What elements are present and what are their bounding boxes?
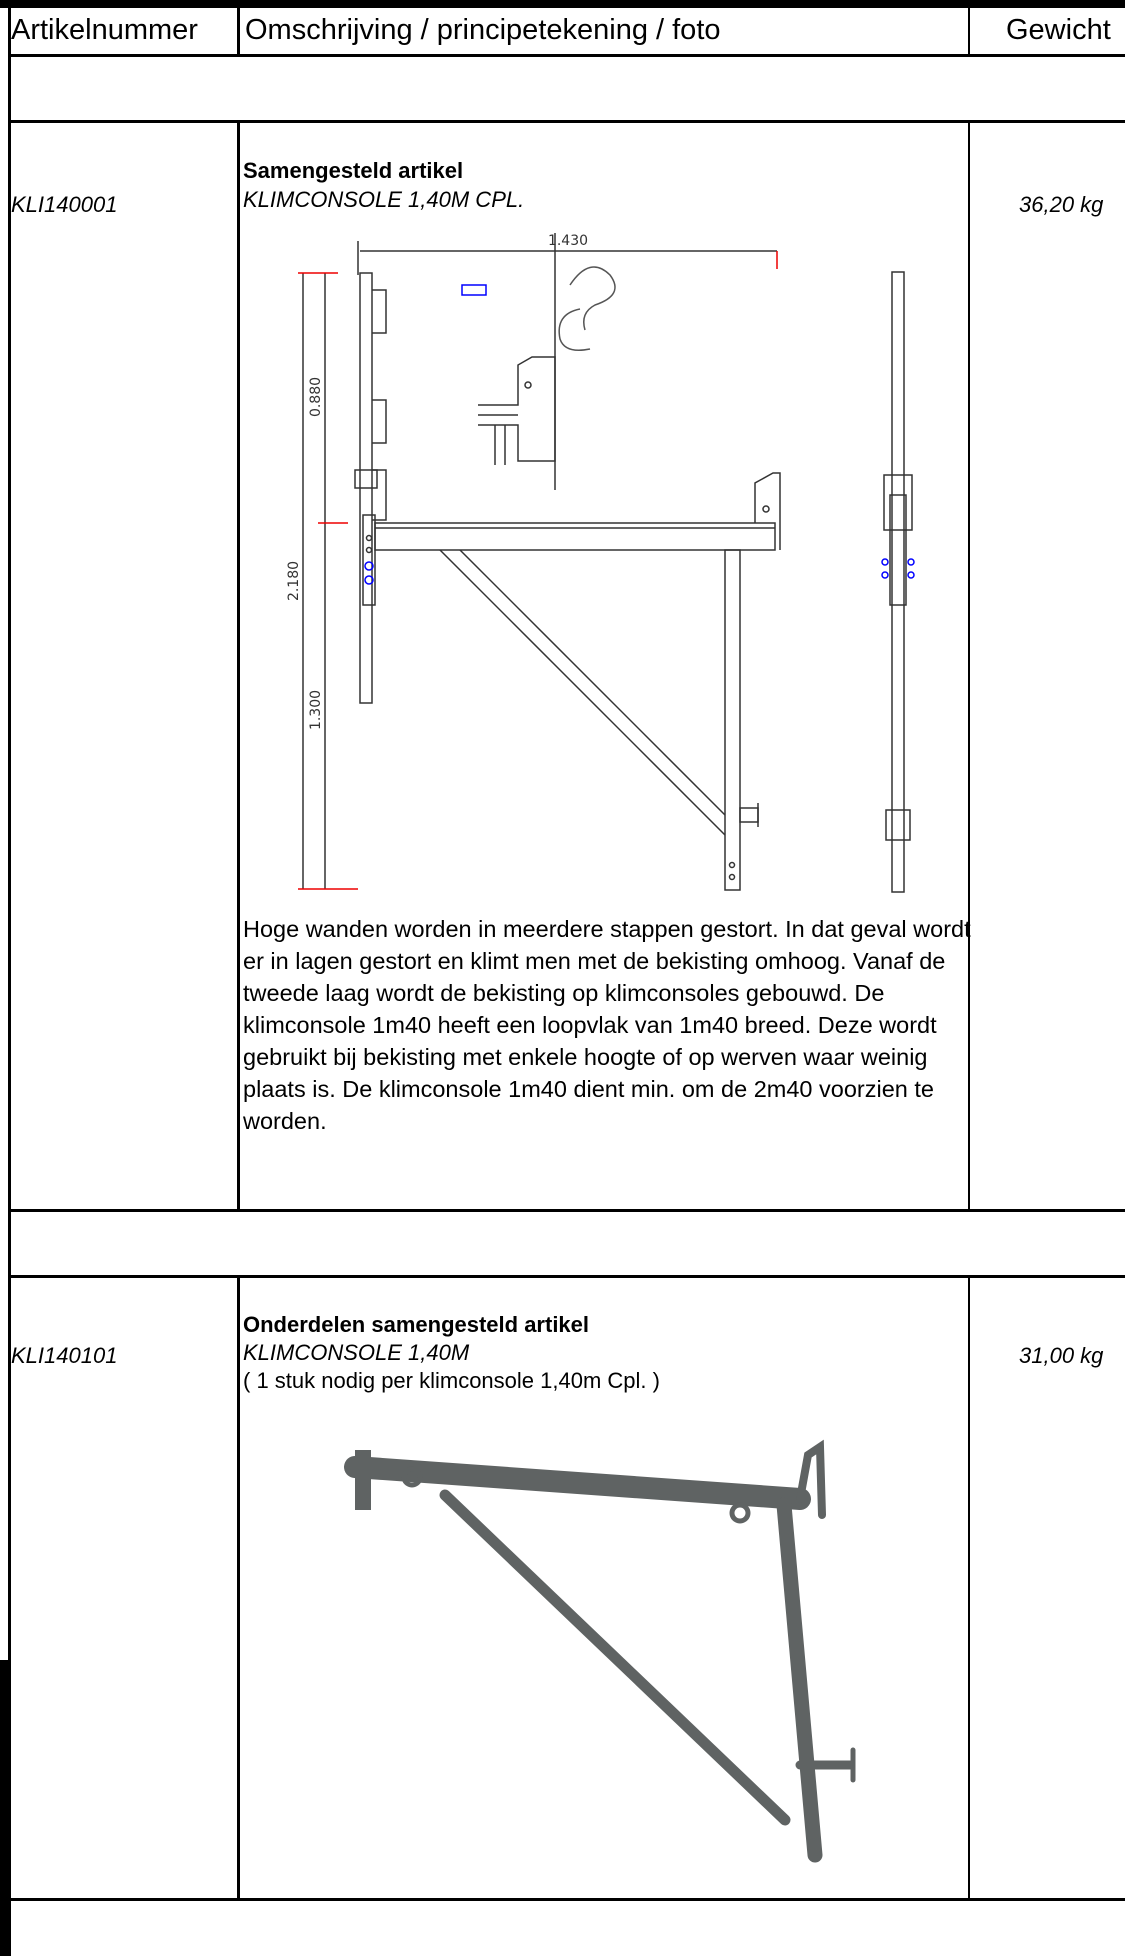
header-article-number: Artikelnummer [11,14,198,46]
header-bottom-line [8,54,1125,57]
dim-upper-label: 0.880 [308,377,324,417]
row1-bottom-line [8,1209,1125,1212]
margin-mark [0,1660,8,1956]
header-weight: Gewicht [1006,14,1111,46]
col-sep-1-row1 [237,121,240,1210]
row1-weight: 36,20 kg [1019,192,1104,217]
dim-width-label: 1.430 [548,233,588,249]
dim-lower-label: 1.300 [308,690,324,730]
photo-leg [776,1497,823,1863]
top-border [0,0,1125,8]
diagonal-brace [439,549,726,836]
side-elevation-drawing [881,271,915,893]
col-sep-2-header [968,8,970,55]
col-sep-1-row2 [237,1276,240,1899]
row2-type: Onderdelen samengesteld artikel [243,1312,590,1337]
vertical-leg [724,549,741,891]
col-sep-2-row2 [968,1276,970,1899]
col-sep-1-header [237,8,240,55]
header-description: Omschrijving / principetekening / foto [245,14,721,46]
technical-drawing: 1.430 0.880 2.180 1.300 [286,233,781,891]
row2-weight: 31,00 kg [1019,1343,1104,1368]
row2-article-number: KLI140101 [11,1343,118,1368]
col-sep-2-row1 [968,121,970,1210]
row2-note: ( 1 stuk nodig per klimconsole 1,40m Cpl… [243,1368,660,1393]
product-photo [344,1439,856,1863]
row2-name: KLIMCONSOLE 1,40M [243,1340,470,1365]
row1-description: Hoge wanden worden in meerdere stappen g… [243,916,971,1134]
row1-top-line [8,120,1125,123]
horizontal-beam [374,522,776,551]
photo-brace [439,1489,791,1826]
left-border [8,0,11,1956]
row1-name: KLIMCONSOLE 1,40M CPL. [243,187,525,212]
row2-bottom-line [8,1898,1125,1901]
dim-total-label: 2.180 [286,561,302,601]
row1-article-number: KLI140001 [11,192,118,217]
photo-beam [344,1456,811,1510]
row2-top-line [8,1275,1125,1278]
row1-type: Samengesteld artikel [243,158,464,183]
